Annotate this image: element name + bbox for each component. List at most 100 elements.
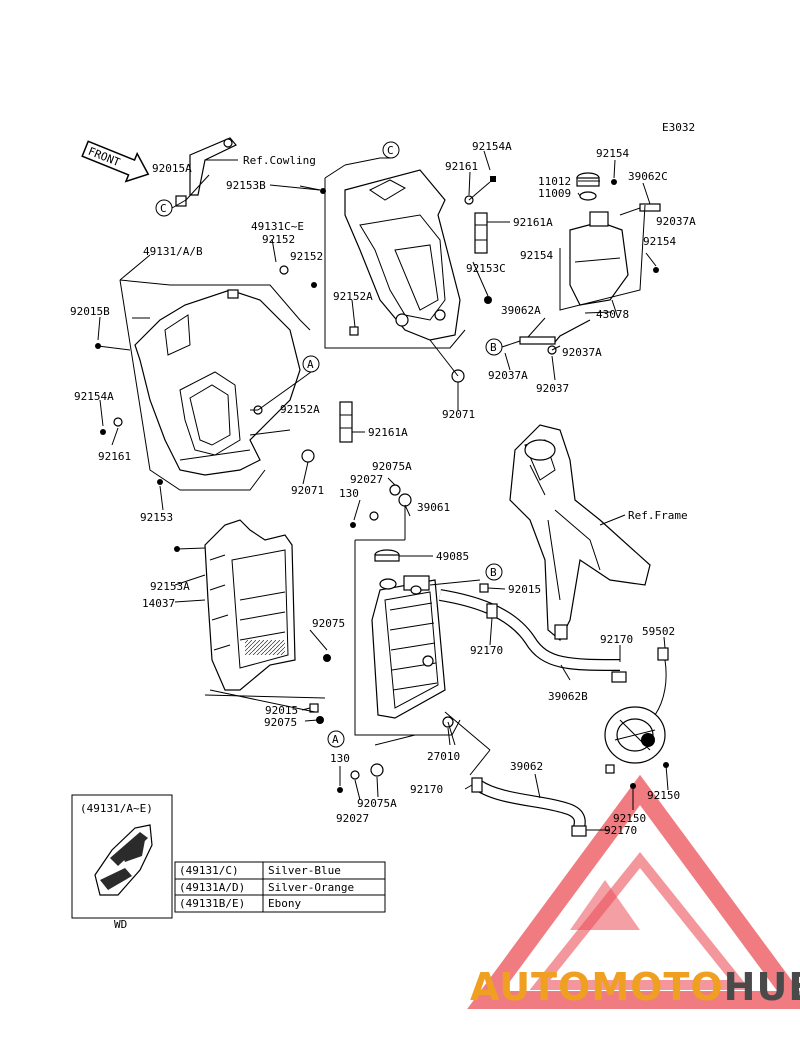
callout-b-mid: B bbox=[485, 563, 503, 581]
label-ref-frame: Ref.Frame bbox=[628, 509, 688, 522]
frame-reference bbox=[509, 424, 651, 641]
label-130-top: 130 bbox=[339, 487, 359, 500]
radiator-cap bbox=[374, 549, 400, 562]
label-92161-left: 92161 bbox=[98, 450, 131, 463]
part-labels: 92015A Ref.Cowling 92153B 49131C~E 92152… bbox=[70, 140, 696, 837]
callout-a-low: A bbox=[327, 730, 345, 748]
diagram-code: E3032 bbox=[662, 121, 695, 134]
label-92153c: 92153C bbox=[466, 262, 506, 275]
label-92071-mid: 92071 bbox=[291, 484, 324, 497]
bushing-92161a-mid bbox=[339, 401, 353, 443]
label-92154a-left: 92154A bbox=[74, 390, 114, 403]
inset-title: (49131/A~E) bbox=[80, 802, 153, 815]
label-92075-mid: 92075 bbox=[312, 617, 345, 630]
label-92015b: 92015B bbox=[70, 305, 110, 318]
label-11009: 11009 bbox=[538, 187, 571, 200]
label-39062: 39062 bbox=[510, 760, 543, 773]
label-92150-a: 92150 bbox=[647, 789, 680, 802]
watermark-text: AUTOMOTOHUB bbox=[470, 965, 800, 1009]
callout-c-top: C bbox=[382, 141, 400, 159]
label-39062c: 39062C bbox=[628, 170, 668, 183]
label-92154-b: 92154 bbox=[520, 249, 553, 262]
label-39062b: 39062B bbox=[548, 690, 588, 703]
color-code: (49131A/D) bbox=[179, 881, 245, 894]
inset-box: (49131/A~E) WD bbox=[71, 794, 173, 931]
color-row: (49131B/E) Ebony bbox=[179, 897, 301, 910]
label-92153: 92153 bbox=[140, 511, 173, 524]
label-130-low: 130 bbox=[330, 752, 350, 765]
label-92015a: 92015A bbox=[152, 162, 192, 175]
svg-text:B: B bbox=[490, 566, 497, 579]
label-92170-mid: 92170 bbox=[470, 644, 503, 657]
radiator bbox=[371, 575, 446, 719]
color-name: Silver-Blue bbox=[268, 864, 341, 877]
hose-39062b bbox=[439, 589, 621, 671]
callout-a-mid: A bbox=[302, 355, 320, 373]
label-43078: 43078 bbox=[596, 308, 629, 321]
label-92037a-b: 92037A bbox=[562, 346, 602, 359]
leader-lines bbox=[97, 150, 666, 831]
label-39062a: 39062A bbox=[501, 304, 541, 317]
label-14037: 14037 bbox=[142, 597, 175, 610]
color-row: (49131A/D) Silver-Orange bbox=[179, 881, 354, 894]
watermark-text-hub: HUB bbox=[724, 965, 800, 1009]
callout-b-top: B bbox=[485, 338, 503, 356]
label-92027-low: 92027 bbox=[336, 812, 369, 825]
label-49085: 49085 bbox=[436, 550, 469, 563]
reservoir-cap bbox=[576, 172, 600, 201]
label-ref-cowling: Ref.Cowling bbox=[243, 154, 316, 167]
bushing-92161a-top bbox=[474, 212, 488, 254]
label-92027-top: 92027 bbox=[350, 473, 383, 486]
color-code: (49131B/E) bbox=[179, 897, 245, 910]
inset-cowling-thumbnail bbox=[94, 824, 153, 896]
svg-text:A: A bbox=[307, 358, 314, 371]
label-11012: 11012 bbox=[538, 175, 571, 188]
label-92015-low: 92015 bbox=[265, 704, 298, 717]
label-92161-top: 92161 bbox=[445, 160, 478, 173]
label-92071-top: 92071 bbox=[442, 408, 475, 421]
label-49131c-e: 49131C~E bbox=[251, 220, 304, 233]
svg-text:C: C bbox=[387, 144, 394, 157]
label-92037a-a: 92037A bbox=[656, 215, 696, 228]
color-table: (49131/C) Silver-Blue (49131A/D) Silver-… bbox=[174, 861, 386, 913]
label-92153a: 92153A bbox=[150, 580, 190, 593]
label-49131-a-b: 49131/A/B bbox=[143, 245, 203, 258]
label-92152a-mid: 92152A bbox=[280, 403, 320, 416]
front-arrow-icon: FRONT bbox=[81, 140, 150, 183]
color-name: Silver-Orange bbox=[268, 881, 354, 894]
hose-39062 bbox=[474, 779, 586, 833]
label-92154-c: 92154 bbox=[643, 235, 676, 248]
label-92170-right: 92170 bbox=[600, 633, 633, 646]
radiator-fan bbox=[604, 647, 669, 764]
label-92161a-mid: 92161A bbox=[368, 426, 408, 439]
label-59502: 59502 bbox=[642, 625, 675, 638]
label-92161a-top: 92161A bbox=[513, 216, 553, 229]
label-92037a-c: 92037A bbox=[488, 369, 528, 382]
reservoir-tank bbox=[569, 211, 629, 319]
label-92170-low: 92170 bbox=[410, 783, 443, 796]
label-92015-mid: 92015 bbox=[508, 583, 541, 596]
color-code: (49131/C) bbox=[179, 864, 239, 877]
label-27010: 27010 bbox=[427, 750, 460, 763]
svg-text:A: A bbox=[332, 733, 339, 746]
label-92152-b: 92152 bbox=[290, 250, 323, 263]
color-row: (49131/C) Silver-Blue bbox=[179, 864, 341, 877]
label-92154a-top: 92154A bbox=[472, 140, 512, 153]
outer-cowling bbox=[134, 289, 315, 476]
callout-c-left: C bbox=[155, 199, 173, 217]
label-39061: 39061 bbox=[417, 501, 450, 514]
watermark-logo bbox=[467, 774, 800, 1009]
label-92150-b: 92150 bbox=[613, 812, 646, 825]
label-92152a-top: 92152A bbox=[333, 290, 373, 303]
watermark-text-auto: AUTOMOTO bbox=[470, 965, 724, 1009]
inset-caption: WD bbox=[114, 918, 127, 931]
label-92154-a: 92154 bbox=[596, 147, 629, 160]
color-name: Ebony bbox=[268, 897, 301, 910]
svg-text:B: B bbox=[490, 341, 497, 354]
radiator-shroud bbox=[204, 519, 296, 691]
label-92075-low: 92075 bbox=[264, 716, 297, 729]
label-92037: 92037 bbox=[536, 382, 569, 395]
svg-text:C: C bbox=[160, 202, 167, 215]
label-92075a-top: 92075A bbox=[372, 460, 412, 473]
